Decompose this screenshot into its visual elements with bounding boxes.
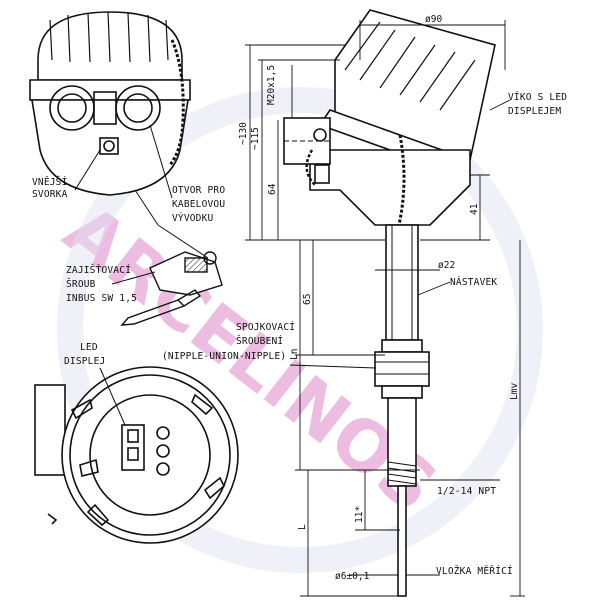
svg-text:ZAJIŠŤOVACÍ: ZAJIŠŤOVACÍ	[66, 264, 131, 276]
svg-text:Ln: Ln	[289, 349, 300, 360]
svg-text:41: 41	[469, 203, 480, 215]
head-top-view	[34, 366, 239, 544]
svg-text:ŠROUB: ŠROUB	[66, 278, 96, 290]
callout-otvor: OTVOR PRO KABELOVOU VÝVODKU	[149, 124, 225, 224]
sensor-side-view	[283, 9, 496, 597]
watermark-ring	[57, 87, 543, 573]
svg-text:(NIPPLE-UNION-NIPPLE): (NIPPLE-UNION-NIPPLE)	[162, 351, 286, 362]
svg-text:VÝVODKU: VÝVODKU	[172, 212, 214, 224]
svg-text:DISPLEJEM: DISPLEJEM	[508, 106, 561, 117]
callout-zajistovaci: ZAJIŠŤOVACÍ ŠROUB INBUS SW 1,5	[66, 264, 156, 304]
callout-npt: 1/2-14 NPT	[437, 486, 496, 497]
svg-text:65: 65	[302, 294, 313, 305]
detail-allen-key	[120, 189, 223, 326]
svg-text:DISPLEJ: DISPLEJ	[64, 356, 105, 367]
svg-text:11*: 11*	[354, 506, 365, 523]
callout-vikd: VÍKO S LED	[508, 91, 567, 103]
svg-text:LED: LED	[80, 342, 98, 353]
svg-text:ø6±0,1: ø6±0,1	[335, 571, 370, 582]
dimension-lines	[245, 20, 525, 597]
svg-text:SVORKA: SVORKA	[32, 189, 68, 200]
svg-text:~115: ~115	[250, 127, 261, 150]
svg-text:OTVOR PRO: OTVOR PRO	[172, 185, 225, 196]
callout-vnejsi-svorka: VNĚJŠÍ SVORKA	[32, 149, 101, 200]
svg-text:ø90: ø90	[425, 14, 442, 25]
head-front-view	[29, 11, 191, 196]
callout-nastavek: NÁSTAVEK	[450, 276, 497, 288]
callouts-right: VÍKO S LED DISPLEJEM NÁSTAVEK SPOJKOVACÍ…	[162, 91, 567, 577]
callout-led-displej: LED DISPLEJ	[64, 342, 126, 426]
svg-text:ø22: ø22	[438, 260, 455, 271]
dimension-labels: ø90 M20x1,5 ~130 ~115 64 41 ø22 65 Ln Lm…	[238, 14, 520, 582]
svg-text:64: 64	[267, 183, 278, 195]
svg-text:ŠROUBENÍ: ŠROUBENÍ	[236, 335, 283, 347]
svg-text:INBUS SW 1,5: INBUS SW 1,5	[66, 293, 137, 304]
svg-text:VNĚJŠÍ: VNĚJŠÍ	[32, 176, 68, 188]
svg-text:Lmv: Lmv	[509, 383, 520, 400]
callout-vlozka: VLOŽKA MĚŘÍCÍ	[436, 565, 513, 577]
svg-text:~130: ~130	[238, 122, 249, 145]
svg-text:KABELOVOU: KABELOVOU	[172, 199, 225, 210]
svg-text:L: L	[297, 524, 308, 530]
svg-text:M20x1,5: M20x1,5	[266, 65, 277, 105]
callout-spojkovaci: SPOJKOVACÍ	[236, 321, 295, 333]
